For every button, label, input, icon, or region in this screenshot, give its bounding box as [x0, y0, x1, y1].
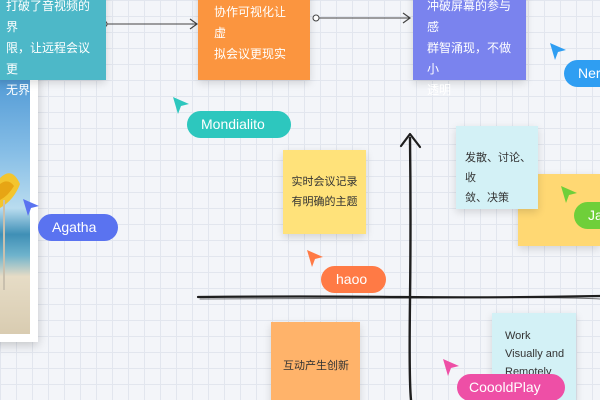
user-tag-ja: Ja — [574, 202, 600, 229]
sticky-note-light-cyan[interactable]: 发散、讨论、收 敛、决策 — [456, 126, 538, 209]
cursor-arrow-icon — [443, 359, 459, 376]
sticky-note-text: Work Visually and Remotely — [505, 330, 565, 378]
sticky-note-purple[interactable]: 冲破屏幕的参与感 群智涌现，不做小 透明 — [413, 0, 526, 97]
user-tag-mondialito: Mondialito — [187, 111, 291, 138]
sticky-note-text: 互动产生创新 — [283, 360, 349, 372]
cursor-arrow-icon — [561, 186, 577, 203]
cursor-arrow-icon — [23, 199, 39, 216]
sticky-note-text: 发散、讨论、收 敛、决策 — [465, 152, 531, 204]
user-tag-ner: Ner — [564, 60, 600, 87]
connector-teal-to-orange — [100, 18, 199, 30]
sticky-note-yellow[interactable]: 实时会议记录 有明确的主题 — [283, 150, 366, 234]
sticky-note-orange[interactable]: 协作可视化让虚 拟会议更现实 — [198, 0, 310, 80]
sticky-note-teal[interactable]: 打破了音视频的界 限，让远程会议更 无界 — [0, 0, 106, 97]
user-tag-haoo: haoo — [321, 266, 386, 293]
connector-orange-to-purple — [312, 12, 412, 24]
sticky-note-text: 冲破屏幕的参与感 群智涌现，不做小 透明 — [427, 0, 512, 97]
user-tag-cooold: CoooldPlay — [457, 374, 565, 400]
sticky-note-text: 协作可视化让虚 拟会议更现实 — [214, 5, 287, 61]
sticky-note-peach[interactable]: 互动产生创新 — [271, 322, 360, 400]
sticky-note-text: 打破了音视频的界 限，让远程会议更 无界 — [6, 0, 91, 97]
user-tag-agatha: Agatha — [38, 214, 118, 241]
sticky-note-text: 实时会议记录 有明确的主题 — [291, 176, 358, 208]
cursor-arrow-icon — [550, 43, 566, 60]
cursor-arrow-icon — [173, 97, 189, 114]
cursor-arrow-icon — [307, 250, 323, 267]
